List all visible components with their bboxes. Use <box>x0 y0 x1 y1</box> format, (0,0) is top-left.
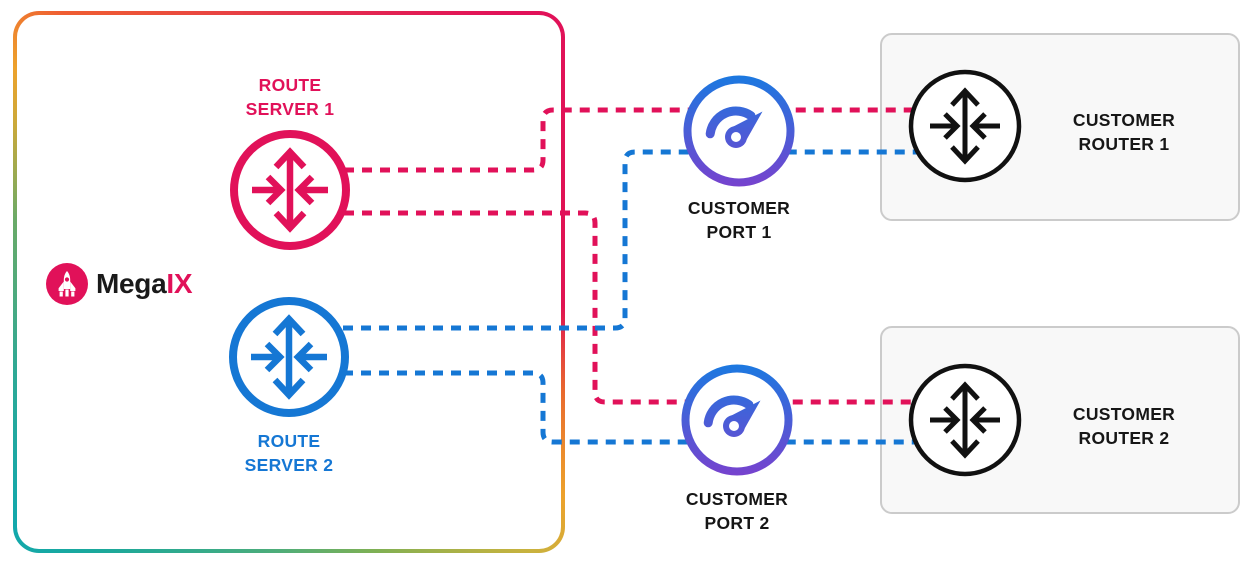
route-server-1-icon <box>230 130 350 250</box>
label-line: CUSTOMER <box>687 198 791 218</box>
customer-router-1-icon <box>908 69 1022 183</box>
label-line: CUSTOMER <box>1072 110 1176 130</box>
label-line: ROUTE <box>258 75 322 95</box>
label-line: SERVER 2 <box>244 455 334 475</box>
rocket-icon <box>46 263 88 305</box>
wordmark-black: Mega <box>96 268 167 299</box>
label-line: SERVER 1 <box>245 99 335 119</box>
customer-router-2-icon <box>908 363 1022 477</box>
customer-port-2-label: CUSTOMER PORT 2 <box>686 487 788 535</box>
customer-port-2-icon <box>681 364 793 476</box>
link-rs2-port1-router1 <box>289 149 965 331</box>
label-line: CUSTOMER <box>685 489 789 509</box>
wordmark-accent: IX <box>166 268 193 299</box>
customer-router-2-box <box>880 326 1240 514</box>
link-rs2-port2-router2 <box>289 370 965 445</box>
label-line: PORT 1 <box>706 222 772 242</box>
label-line: CUSTOMER <box>1072 404 1176 424</box>
label-line: ROUTE <box>257 431 321 451</box>
megaix-logo: MegaIX <box>46 263 246 305</box>
customer-router-2-label: CUSTOMER ROUTER 2 <box>1073 402 1175 450</box>
link-rs1-port2-router2 <box>290 210 965 405</box>
route-server-1-label: ROUTE SERVER 1 <box>246 73 335 121</box>
link-rs1-port1-router1 <box>290 107 965 173</box>
customer-port-1-icon <box>683 75 795 187</box>
customer-router-1-label: CUSTOMER ROUTER 1 <box>1073 108 1175 156</box>
internet-exchange-box <box>13 11 565 553</box>
customer-port-1-label: CUSTOMER PORT 1 <box>688 196 790 244</box>
internet-exchange-box-inner <box>17 15 561 549</box>
label-line: ROUTER 2 <box>1078 428 1170 448</box>
wordmark: MegaIX <box>96 268 193 300</box>
route-server-2-label: ROUTE SERVER 2 <box>245 429 334 477</box>
label-line: PORT 2 <box>704 513 770 533</box>
label-line: ROUTER 1 <box>1078 134 1170 154</box>
route-server-2-icon <box>229 297 349 417</box>
